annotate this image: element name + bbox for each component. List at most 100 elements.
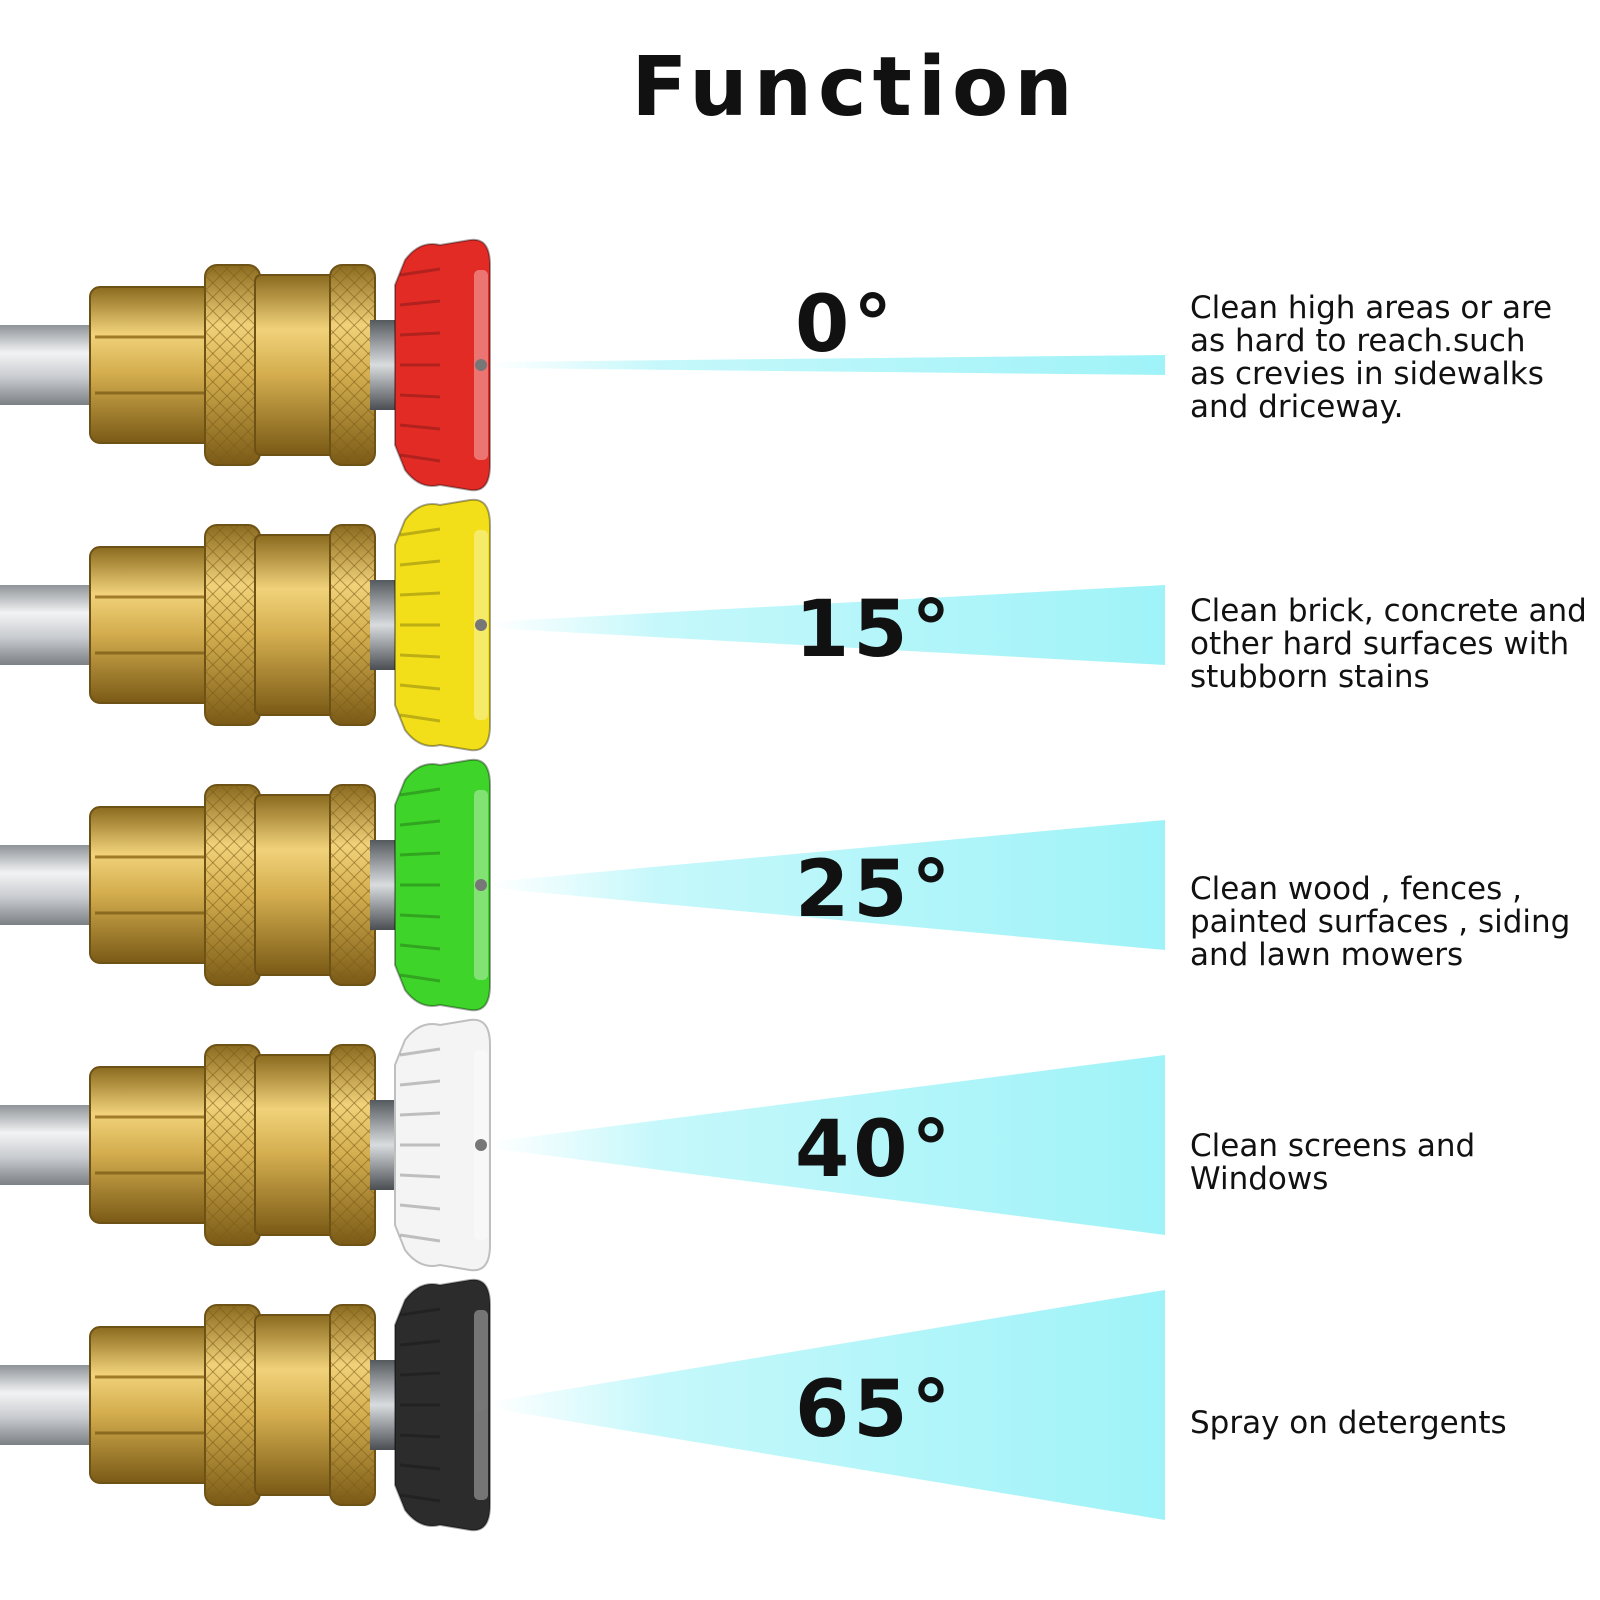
tip-rib <box>399 1079 441 1087</box>
description-line: as crevies in sidewalks <box>1190 356 1544 392</box>
tip-rib <box>399 653 441 659</box>
description-line: Spray on detergents <box>1190 1405 1507 1441</box>
nozzle-stem <box>370 840 395 930</box>
orifice <box>475 1139 487 1151</box>
tip-rib <box>399 331 441 337</box>
description-line: and lawn mowers <box>1190 937 1464 973</box>
tip-rib <box>399 1111 441 1117</box>
tip-rib <box>399 683 441 691</box>
tip-rib <box>399 393 441 399</box>
nozzle-stem <box>370 1100 395 1190</box>
nozzle-row <box>0 1018 1165 1272</box>
spray-fan <box>490 355 1165 375</box>
tip-rib <box>399 299 441 307</box>
tip-rib <box>399 913 441 919</box>
spray-angle-label: 25° <box>795 845 955 935</box>
tip-rib <box>399 713 441 723</box>
tip-rib <box>399 1203 441 1211</box>
tip-rib <box>399 559 441 567</box>
hex-fitting <box>89 286 221 444</box>
coupler-body <box>254 534 336 716</box>
nozzle-tip <box>394 758 491 1012</box>
spray-fan <box>490 585 1165 665</box>
spray-fan <box>490 1055 1165 1235</box>
nozzle-tip <box>394 1018 491 1272</box>
usage-description: Spray on detergents <box>1190 1407 1595 1440</box>
hex-fitting <box>89 806 221 964</box>
tip-rib <box>399 1339 441 1347</box>
tip-rib <box>399 591 441 597</box>
nozzle-row <box>0 238 1165 492</box>
nozzle-row <box>0 758 1165 1012</box>
nozzle-tip <box>394 238 491 492</box>
nozzle-tip <box>394 498 491 752</box>
spray-fan <box>490 1290 1165 1520</box>
coupler-body <box>254 794 336 976</box>
nozzle-stem <box>370 320 395 410</box>
knurl-texture <box>205 525 260 725</box>
coupler-body <box>254 274 336 456</box>
tip-rib <box>399 1233 441 1243</box>
hex-fitting <box>89 1066 221 1224</box>
orifice <box>475 619 487 631</box>
tip-rib <box>399 1493 441 1503</box>
nozzle-row <box>0 498 1165 752</box>
description-line: and driceway. <box>1190 389 1404 425</box>
knurl-texture <box>205 785 260 985</box>
description-line: Clean wood , fences , <box>1190 871 1522 907</box>
tip-rib <box>399 1463 441 1471</box>
tip-rib <box>399 453 441 463</box>
orifice <box>475 879 487 891</box>
tip-rib <box>399 423 441 431</box>
description-line: Clean brick, concrete and <box>1190 593 1587 629</box>
nozzle-row <box>0 1278 1165 1532</box>
tip-rib <box>399 267 441 277</box>
description-line: painted surfaces , siding <box>1190 904 1571 940</box>
usage-description: Clean wood , fences ,painted surfaces , … <box>1190 873 1595 972</box>
orifice <box>475 1399 487 1411</box>
knurl-texture <box>330 785 375 985</box>
knurl-texture <box>330 1045 375 1245</box>
spray-angle-label: 0° <box>795 280 897 370</box>
hex-fitting <box>89 546 221 704</box>
knurl-texture <box>330 265 375 465</box>
tip-rib <box>399 1307 441 1317</box>
description-line: stubborn stains <box>1190 659 1430 695</box>
knurl-texture <box>205 1305 260 1505</box>
knurl-texture <box>205 1045 260 1245</box>
orifice <box>475 359 487 371</box>
nozzle-tip <box>394 1278 491 1532</box>
tip-rib <box>399 819 441 827</box>
spray-angle-label: 15° <box>795 585 955 675</box>
page-title: Function <box>631 40 1079 135</box>
hex-fitting <box>89 1326 221 1484</box>
nozzle-stem <box>370 580 395 670</box>
tip-rib <box>399 943 441 951</box>
spray-angle-label: 40° <box>795 1105 955 1195</box>
description-line: Clean screens and <box>1190 1128 1476 1164</box>
knurl-texture <box>330 525 375 725</box>
knurl-texture <box>330 1305 375 1505</box>
description-line: Windows <box>1190 1161 1329 1197</box>
tip-rib <box>399 1047 441 1057</box>
tip-rib <box>399 973 441 983</box>
description-line: Clean high areas or are <box>1190 290 1553 326</box>
description-line: as hard to reach.such <box>1190 323 1526 359</box>
spray-fan <box>490 820 1165 950</box>
tip-rib <box>399 1173 441 1179</box>
coupler-body <box>254 1314 336 1496</box>
knurl-texture <box>205 265 260 465</box>
tip-rib <box>399 787 441 797</box>
spray-angle-label: 65° <box>795 1365 955 1455</box>
nozzle-stem <box>370 1360 395 1450</box>
tip-rib <box>399 527 441 537</box>
description-line: other hard surfaces with <box>1190 626 1570 662</box>
tip-rib <box>399 1433 441 1439</box>
coupler-body <box>254 1054 336 1236</box>
tip-rib <box>399 851 441 857</box>
